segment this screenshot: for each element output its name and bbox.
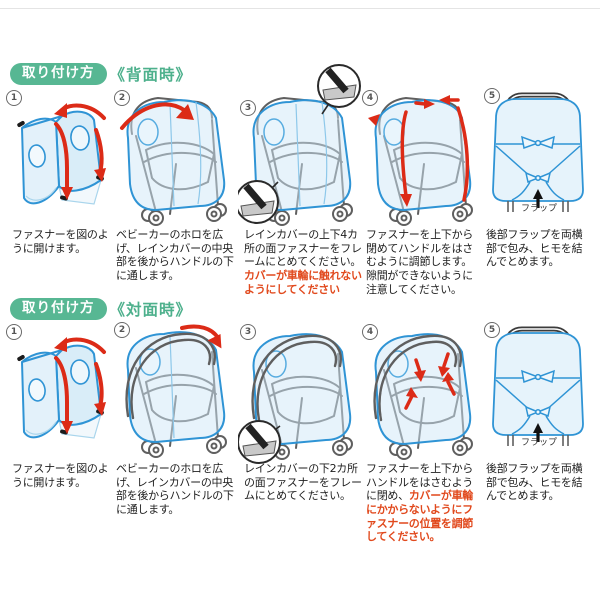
flap-label: フラップ xyxy=(520,204,557,214)
stroller-zipper-illustration xyxy=(368,95,473,226)
section-mode-label: 《対面時》 xyxy=(109,301,193,319)
caption-back-step5: 後部フラップを両横部で包み、ヒモを結んでとめます。 xyxy=(486,228,583,269)
caption-face-step1: ファスナーを図のように開けます。 xyxy=(12,462,109,489)
section-header-back-facing: 取り付け方 《背面時》 xyxy=(10,62,192,86)
figure-face-step5: 5 xyxy=(482,320,596,460)
legs xyxy=(507,435,569,446)
stroller-facing-drape-illustration xyxy=(125,324,227,458)
caption-back-step3: レインカバーの上下4カ所の面ファスナーをフレームにとめてください。カバーが車輪に… xyxy=(244,228,362,296)
step-number: 3 xyxy=(240,100,256,116)
red-arrowheads xyxy=(54,337,106,434)
red-arrowhead xyxy=(176,104,194,120)
step-number: 1 xyxy=(6,90,22,106)
red-arrowheads xyxy=(54,103,106,200)
section-mode-label: 《背面時》 xyxy=(109,66,193,84)
handle-bar-crossed xyxy=(373,334,463,422)
tie-bows xyxy=(521,369,555,418)
caption-back-step1: ファスナーを図のように開けます。 xyxy=(12,228,109,255)
caption-face-step4: ファスナーを上下からハンドルをはさむように閉め、カバーが車輪にかからないようにフ… xyxy=(366,462,474,544)
section-header-face-to-face: 取り付け方 《対面時》 xyxy=(10,297,192,321)
warning-text: カバーが車輪に触れないようにしてください xyxy=(244,268,362,296)
red-arrowheads xyxy=(406,366,454,398)
rain-cover-illustration xyxy=(17,103,106,205)
step-number: 3 xyxy=(240,324,256,340)
stroller-drape-illustration xyxy=(120,96,227,226)
caption-face-step2: ベビーカーのホロを広げ、レインカバーの中央部を後からハンドルの下に通します。 xyxy=(116,462,234,516)
magnifier-bottom-icon xyxy=(238,180,279,224)
figure-face-step3: 3 xyxy=(238,322,364,468)
rear-cover xyxy=(492,98,584,202)
red-zipper-lines xyxy=(400,106,470,202)
red-adjust-arrows xyxy=(404,352,456,410)
caption-face-step5: 後部フラップを両横部で包み、ヒモを結んでとめます。 xyxy=(486,462,583,503)
figure-face-step1: 1 xyxy=(4,322,114,462)
figure-face-step2: 2 xyxy=(112,320,240,462)
tie-bows xyxy=(521,135,555,184)
figure-back-step4: 4 xyxy=(360,88,482,230)
step-number: 1 xyxy=(6,324,22,340)
flap-arrow xyxy=(533,189,543,208)
caption-back-step4: ファスナーを上下から閉めてハンドルをはさむように調節します。隙間ができないように… xyxy=(366,228,473,296)
caption-back-step2: ベビーカーのホロを広げ、レインカバーの中央部を後からハンドルの下に通します。 xyxy=(116,228,234,282)
rear-cover xyxy=(492,332,584,436)
caption-face-step3: レインカバーの下2カ所の面ファスナーをフレームにとめてください。 xyxy=(244,462,362,503)
scan-edge-line xyxy=(0,8,600,9)
figure-back-step3: 3 xyxy=(238,62,364,228)
step-number: 2 xyxy=(114,90,130,106)
handle-bar-crossed xyxy=(251,334,342,422)
step-number: 5 xyxy=(484,88,500,104)
figure-back-step2: 2 xyxy=(112,88,240,230)
stroller-facing-velcro-illustration xyxy=(238,333,353,464)
figure-back-step5: 5 xyxy=(482,86,596,226)
stroller-facing-adjust-illustration xyxy=(373,333,473,460)
legs xyxy=(507,201,569,212)
magnifier-icon xyxy=(238,420,281,464)
red-arrow xyxy=(120,102,186,130)
magnifier-top-icon xyxy=(317,64,361,115)
flap-arrow xyxy=(533,423,543,442)
stroller-rear-illustration xyxy=(492,92,584,212)
red-arrowhead xyxy=(207,333,222,349)
warning-text: カバーが車輪にかからないようにファスナーの位置を調節してください。 xyxy=(366,489,474,544)
handle-bar-crossed xyxy=(125,332,216,420)
red-arrow xyxy=(180,324,220,340)
section-badge: 取り付け方 xyxy=(10,62,107,86)
stroller-velcro-illustration xyxy=(238,64,361,226)
stroller-rear-illustration xyxy=(492,326,584,446)
figure-face-step4: 4 xyxy=(360,322,482,464)
step-number: 4 xyxy=(362,90,378,106)
step-number: 2 xyxy=(114,322,130,338)
step-number: 5 xyxy=(484,322,500,338)
flap-label: フラップ xyxy=(520,438,557,448)
figure-back-step1: 1 xyxy=(4,88,114,228)
section-badge: 取り付け方 xyxy=(10,297,107,321)
red-arrowheads xyxy=(368,95,450,207)
step-number: 4 xyxy=(362,324,378,340)
rain-cover-illustration xyxy=(17,337,106,439)
red-small-arrows xyxy=(414,98,460,106)
